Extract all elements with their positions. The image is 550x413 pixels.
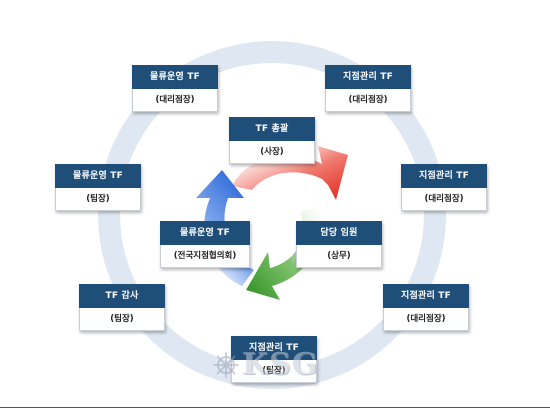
node-branch-dealer-right: 지점관리 TF (대리점장) [401,164,487,211]
node-title: 담당 임원 [296,221,382,245]
ship-wheel-icon [213,352,239,378]
node-title: 물류운영 TF [55,164,141,188]
bottom-divider [0,407,550,408]
node-title: 지점관리 TF [325,65,411,89]
node-role: (사장) [229,141,315,164]
node-tf-head: TF 총괄 (사장) [229,117,315,164]
node-role: (상무) [296,245,382,268]
arrow-green [246,206,321,300]
node-role: (전국지점협의회) [160,245,250,268]
node-title: 물류운영 TF [132,65,218,89]
node-role: (대리점장) [325,89,411,112]
node-executive: 담당 임원 (상무) [296,221,382,268]
node-logistics-council: 물류운영 TF (전국지점협의회) [160,221,250,268]
node-title: 물류운영 TF [160,221,250,245]
node-logistics-dealer: 물류운영 TF (대리점장) [132,65,218,112]
node-branch-dealer-top: 지점관리 TF (대리점장) [325,65,411,112]
node-role: (팀장) [55,188,141,211]
node-role: (대리점장) [401,188,487,211]
node-title: 지점관리 TF [383,284,469,308]
node-branch-dealer-bottom: 지점관리 TF (대리점장) [383,284,469,331]
watermark-text: KSG [242,347,319,382]
node-logistics-leader: 물류운영 TF (팀장) [55,164,141,211]
node-role: (대리점장) [132,89,218,112]
node-tf-audit: TF 감사 (팀장) [79,284,165,331]
ksg-watermark: KSG [212,347,347,383]
node-title: TF 총괄 [229,117,315,141]
node-title: TF 감사 [79,284,165,308]
node-title: 지점관리 TF [401,164,487,188]
node-role: (대리점장) [383,308,469,331]
node-title: 지점관리 TF [231,336,317,360]
node-role: (팀장) [79,308,165,331]
